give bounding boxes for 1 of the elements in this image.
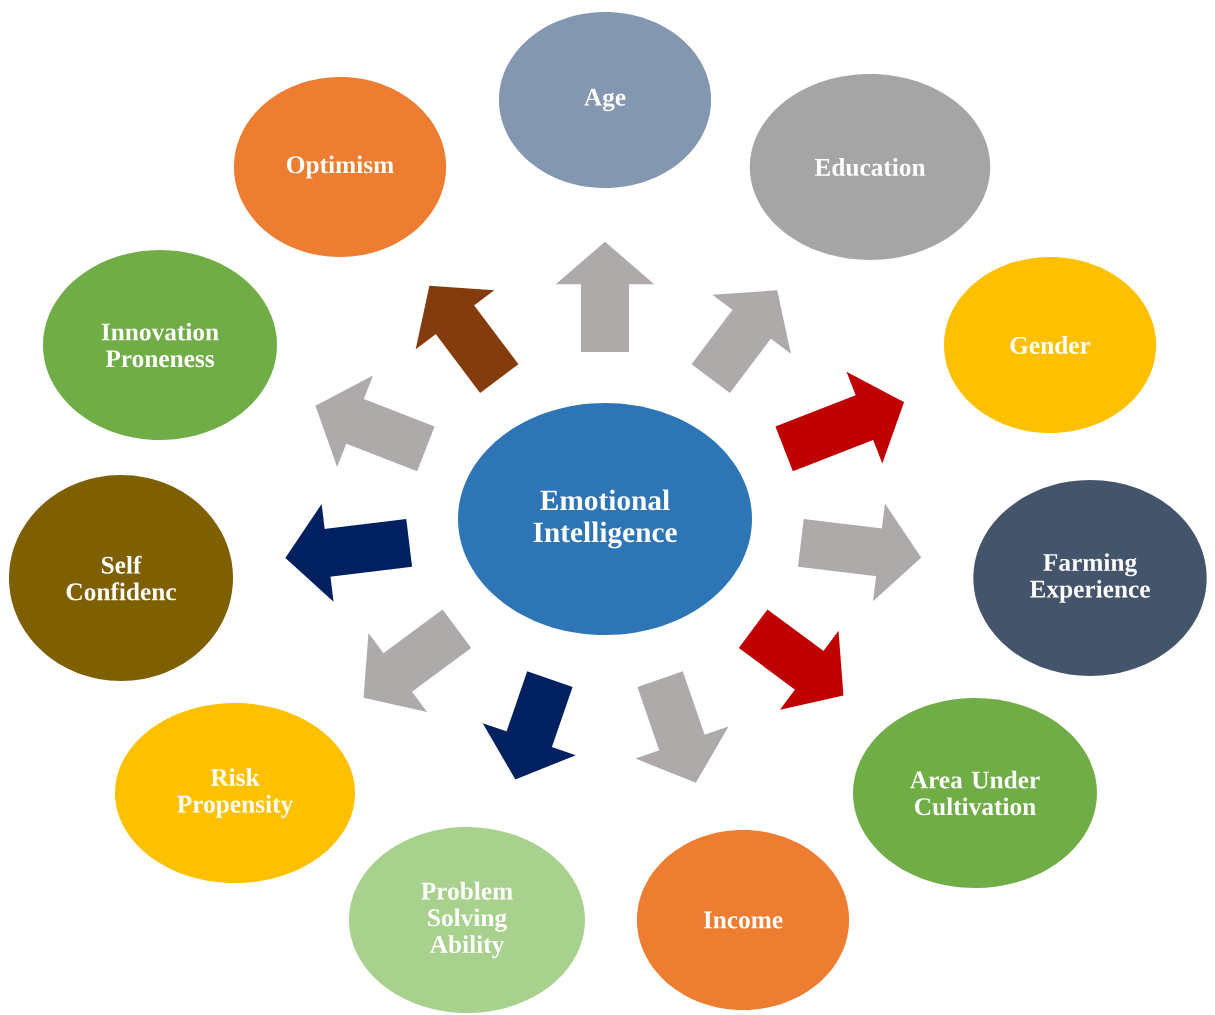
block-arrow: [363, 609, 472, 713]
